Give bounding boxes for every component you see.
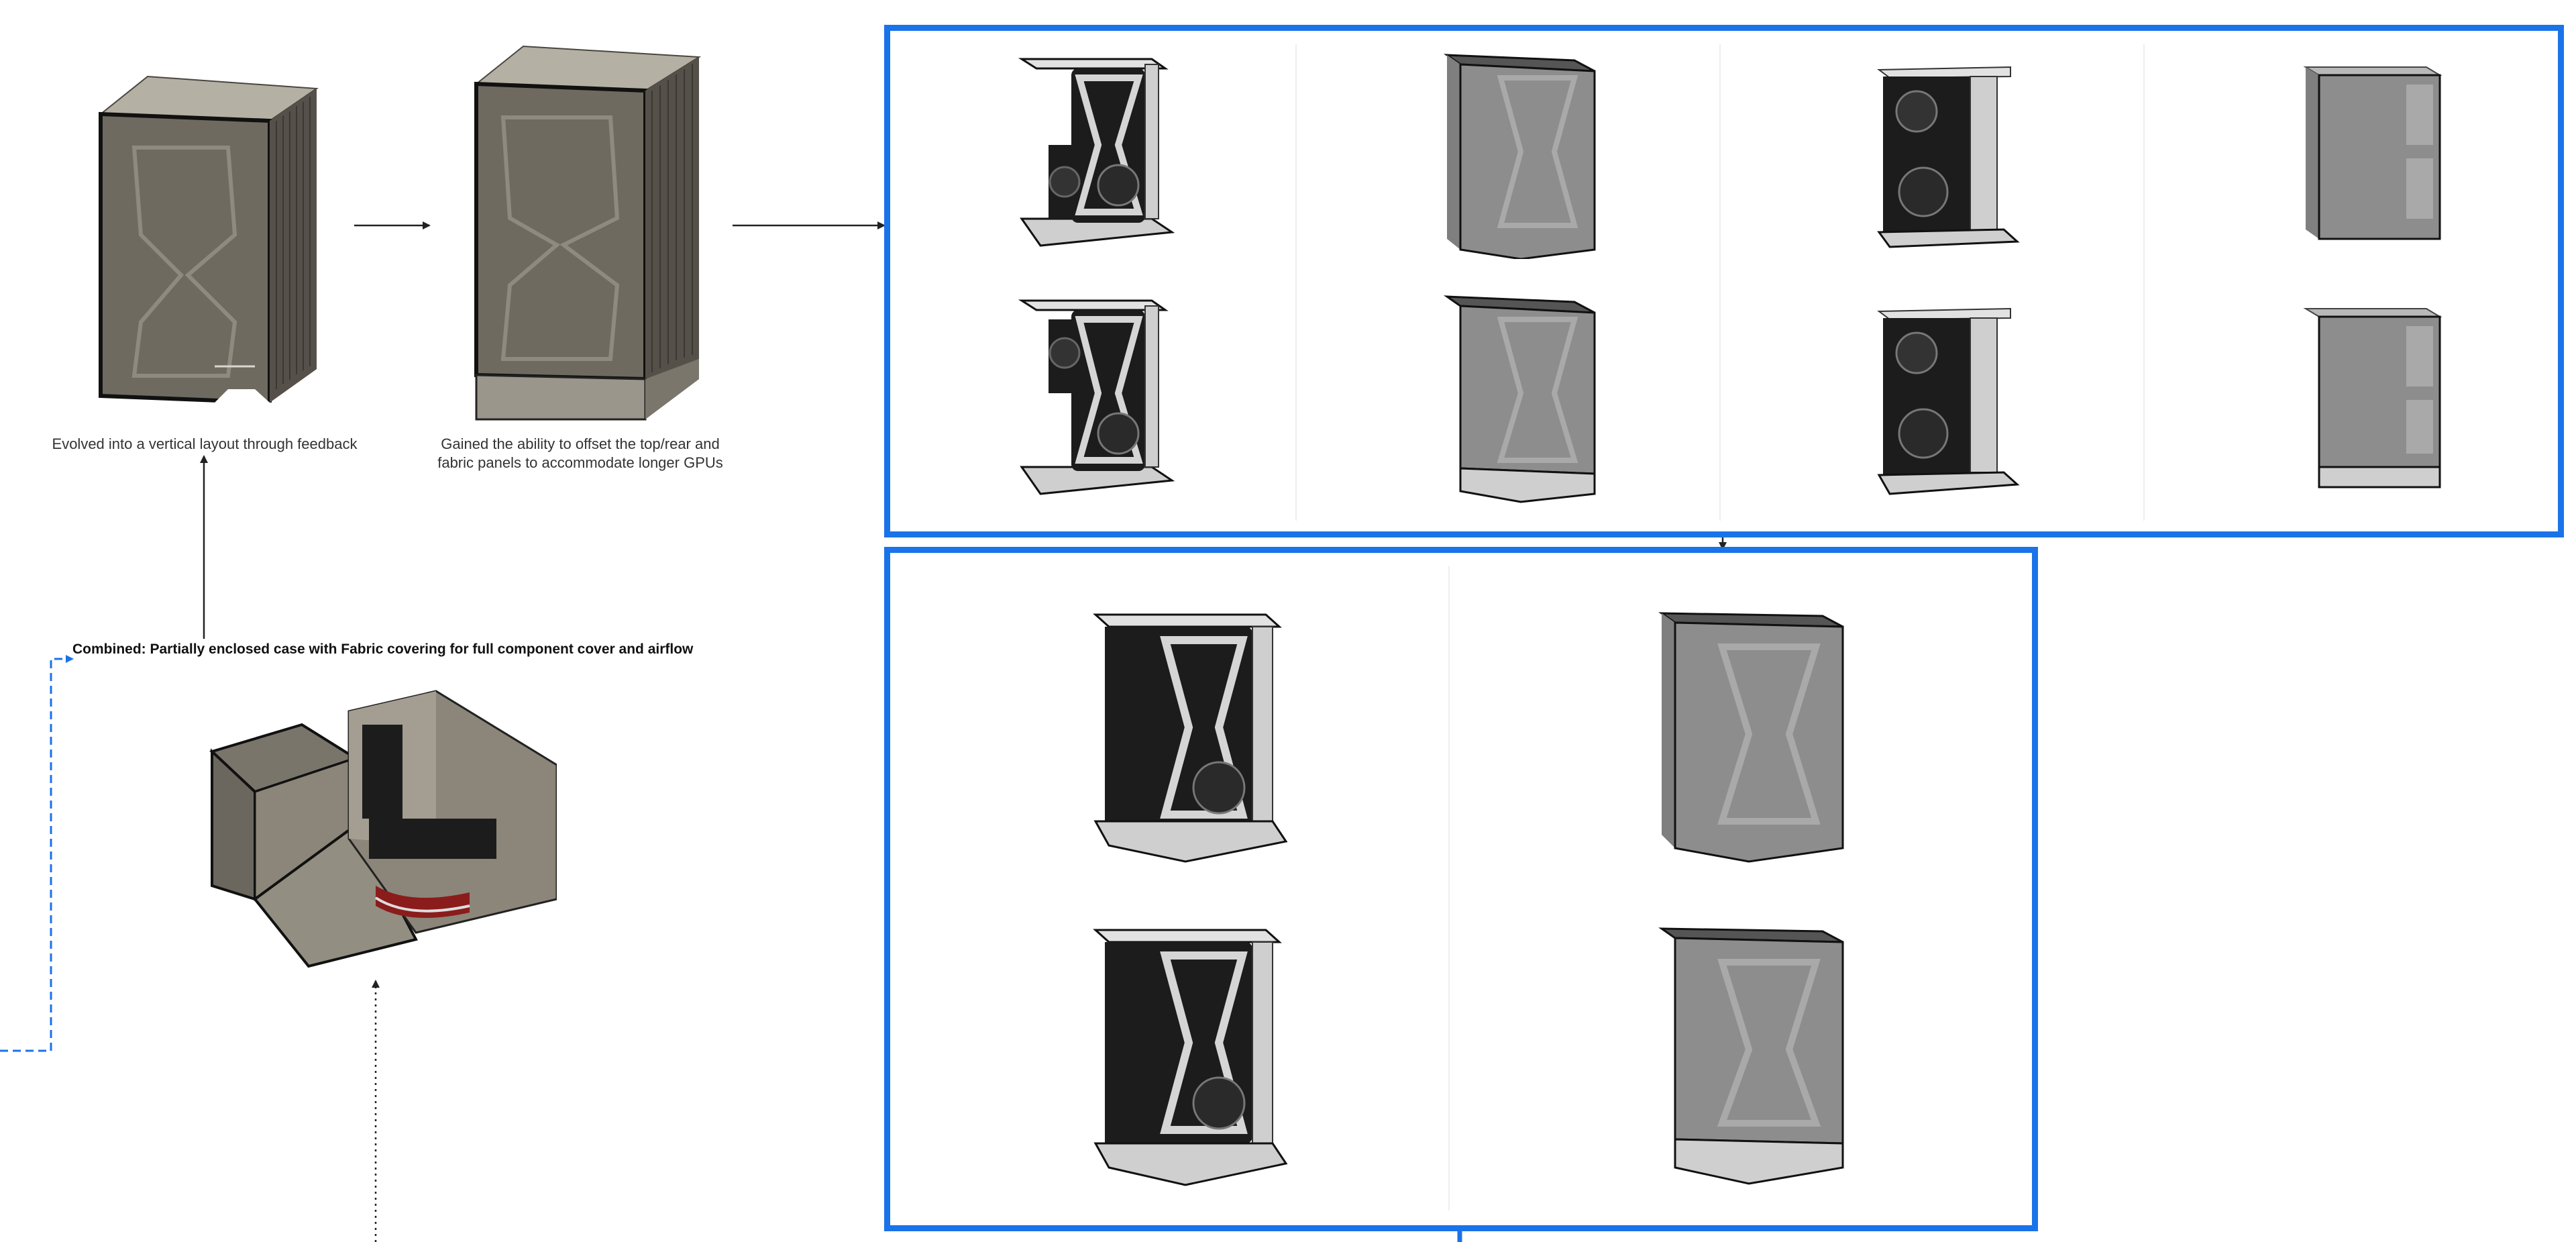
render-final-enclosed-r1 (1658, 612, 1844, 863)
dashed-connector-left (0, 655, 74, 1052)
render-open-gpu-r1 (1018, 58, 1175, 247)
render-open-dual-fan-r2c3 (1877, 307, 2020, 495)
caption-offset-panels: Gained the ability to offset the top/rea… (402, 435, 758, 472)
top-frame-divider-2 (1719, 44, 1721, 521)
caption-offset-panels-line1: Gained the ability to offset the top/rea… (441, 435, 720, 452)
render-open-gpu-r2 (1018, 299, 1175, 495)
case-render-offset (474, 45, 702, 421)
render-open-dual-fan-r1c3 (1877, 66, 2020, 248)
caption-offset-panels-line2: fabric panels to accommodate longer GPUs (437, 454, 723, 471)
case-render-vertical (99, 75, 319, 403)
render-enclosed-r2c2 (1443, 295, 1596, 503)
caption-combined: Combined: Partially enclosed case with F… (72, 641, 694, 657)
open-case-render (209, 690, 557, 968)
top-design-frame (884, 25, 2564, 537)
render-enclosed-r1c2 (1443, 54, 1596, 259)
render-final-open-r1 (1093, 613, 1288, 863)
top-frame-divider-1 (1295, 44, 1297, 521)
render-final-open-r2 (1093, 929, 1288, 1186)
bottom-frame-divider (1448, 566, 1450, 1210)
render-enclosed-r2c4 (2303, 308, 2443, 488)
caption-vertical-layout: Evolved into a vertical layout through f… (52, 435, 358, 452)
render-enclosed-r1c4 (2303, 66, 2443, 240)
bottom-design-frame (884, 547, 2038, 1231)
top-frame-divider-3 (2143, 44, 2145, 521)
render-final-enclosed-r2 (1658, 927, 1844, 1185)
